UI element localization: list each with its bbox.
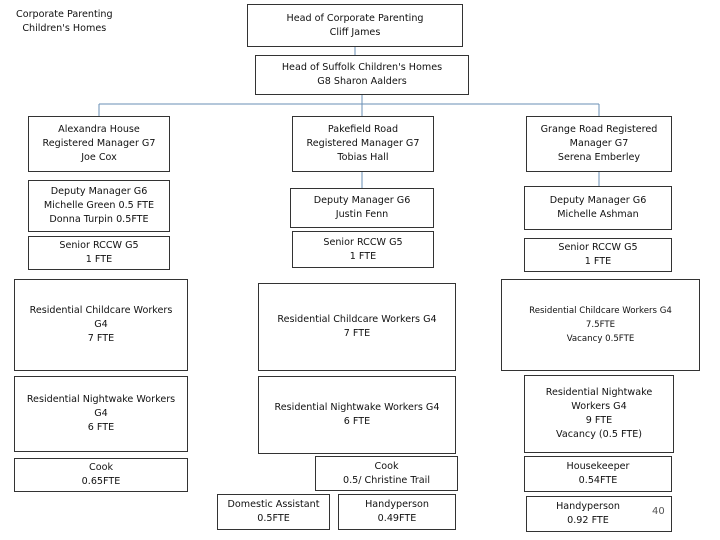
nightwake-box-alexandra: Residential Nightwake Workers G4 6 FTE [14, 376, 188, 452]
manager-line3: Joe Cox [81, 152, 117, 163]
senior-line1: Senior RCCW G5 [59, 240, 139, 251]
nightwake-line2: 6 FTE [343, 416, 371, 427]
head-name: Cliff James [329, 26, 381, 38]
housekeeper-line1: Housekeeper [566, 461, 630, 472]
senior-line1: Senior RCCW G5 [323, 236, 403, 248]
domestic-line2: 0.5FTE [257, 513, 290, 524]
nightwake-line1: Residential Nightwake Workers [26, 394, 176, 405]
domestic-line1: Domestic Assistant [227, 499, 320, 510]
childcare-box-grange: Residential Childcare Workers G4 7.5FTE … [501, 279, 700, 371]
childcare-line2: 7.5FTE [585, 320, 616, 330]
deputy-line1: Deputy Manager G6 [50, 186, 148, 197]
nightwake-line1: Residential Nightwake [545, 387, 653, 398]
nightwake-box-pakefield: Residential Nightwake Workers G4 6 FTE [258, 376, 456, 454]
manager-box-pakefield: Pakefield Road Registered Manager G7 Tob… [292, 116, 434, 172]
childcare-line2: G4 [94, 319, 108, 330]
domestic-box-pakefield: Domestic Assistant 0.5FTE [217, 494, 330, 530]
cook-line1: Cook [374, 460, 399, 472]
handyperson-box-pakefield: Handyperson 0.49FTE [338, 494, 456, 530]
housekeeper-line2: 0.54FTE [578, 475, 618, 486]
handyperson-line1: Handyperson [556, 501, 620, 512]
page-number: 40 [652, 506, 665, 517]
subhead-box: Head of Suffolk Children's Homes G8 Shar… [255, 55, 469, 95]
cook-line1: Cook [89, 462, 113, 473]
manager-line2: Manager G7 [569, 138, 629, 149]
manager-box-alexandra: Alexandra House Registered Manager G7 Jo… [28, 116, 170, 172]
senior-line1: Senior RCCW G5 [558, 242, 638, 253]
manager-line1: Pakefield Road [327, 124, 399, 135]
deputy-box-alexandra: Deputy Manager G6 Michelle Green 0.5 FTE… [28, 180, 170, 232]
deputy-line2: Michelle Green 0.5 FTE [43, 200, 155, 211]
senior-line2: 1 FTE [85, 254, 113, 265]
childcare-line1: Residential Childcare Workers G4 [529, 306, 672, 316]
childcare-box-pakefield: Residential Childcare Workers G4 7 FTE [258, 283, 456, 371]
senior-box-alexandra: Senior RCCW G5 1 FTE [28, 236, 170, 270]
senior-box-pakefield: Senior RCCW G5 1 FTE [292, 231, 434, 268]
nightwake-line2: Workers G4 [571, 401, 627, 412]
handyperson-line1: Handyperson [365, 499, 429, 510]
deputy-box-pakefield: Deputy Manager G6 Justin Fenn [290, 188, 434, 228]
nightwake-line3: 6 FTE [87, 422, 115, 433]
head-box: Head of Corporate Parenting Cliff James [247, 4, 463, 47]
nightwake-line1: Residential Nightwake Workers G4 [274, 402, 440, 413]
manager-line3: Serena Emberley [557, 152, 641, 163]
childcare-line3: Vacancy 0.5FTE [566, 334, 635, 344]
deputy-line1: Deputy Manager G6 [549, 195, 647, 206]
senior-line2: 1 FTE [349, 250, 377, 262]
subhead-name: G8 Sharon Aalders [317, 76, 407, 87]
childcare-box-alexandra: Residential Childcare Workers G4 7 FTE [14, 279, 188, 371]
handyperson-box-grange: Handyperson 0.92 FTE [526, 496, 672, 532]
manager-line1: Grange Road Registered [540, 124, 658, 135]
manager-line3: Tobias Hall [337, 152, 389, 163]
cook-box-pakefield: Cook 0.5/ Christine Trail [315, 456, 458, 491]
childcare-line1: Residential Childcare Workers [29, 305, 173, 316]
cook-box-alexandra: Cook 0.65FTE [14, 458, 188, 492]
nightwake-box-grange: Residential Nightwake Workers G4 9 FTE V… [524, 375, 674, 453]
housekeeper-box-grange: Housekeeper 0.54FTE [524, 456, 672, 492]
manager-line2: Registered Manager G7 [42, 138, 156, 149]
handyperson-line2: 0.92 FTE [567, 515, 609, 526]
deputy-box-grange: Deputy Manager G6 Michelle Ashman [524, 186, 672, 230]
senior-box-grange: Senior RCCW G5 1 FTE [524, 238, 672, 272]
childcare-line3: 7 FTE [87, 333, 115, 344]
nightwake-line2: G4 [94, 408, 108, 419]
deputy-line1: Deputy Manager G6 [313, 195, 411, 206]
handyperson-line2: 0.49FTE [377, 513, 417, 524]
nightwake-line4: Vacancy (0.5 FTE) [556, 429, 642, 440]
subhead-title: Head of Suffolk Children's Homes [281, 62, 443, 73]
head-title: Head of Corporate Parenting [286, 12, 424, 24]
childcare-line1: Residential Childcare Workers G4 [277, 314, 437, 325]
corner-title-line2: Children's Homes [22, 23, 107, 34]
childcare-line2: 7 FTE [343, 328, 371, 339]
senior-line2: 1 FTE [584, 256, 612, 267]
deputy-line2: Michelle Ashman [557, 209, 639, 220]
manager-box-grange: Grange Road Registered Manager G7 Serena… [526, 116, 672, 172]
deputy-line2: Justin Fenn [335, 209, 389, 220]
manager-line2: Registered Manager G7 [306, 138, 420, 149]
nightwake-line3: 9 FTE [585, 415, 613, 426]
deputy-line3: Donna Turpin 0.5FTE [49, 214, 149, 225]
cook-line2: 0.65FTE [81, 476, 121, 487]
corner-title: Corporate Parenting Children's Homes [16, 8, 113, 36]
cook-line2: 0.5/ Christine Trail [343, 474, 430, 486]
manager-line1: Alexandra House [58, 124, 140, 135]
corner-title-line1: Corporate Parenting [16, 9, 113, 20]
